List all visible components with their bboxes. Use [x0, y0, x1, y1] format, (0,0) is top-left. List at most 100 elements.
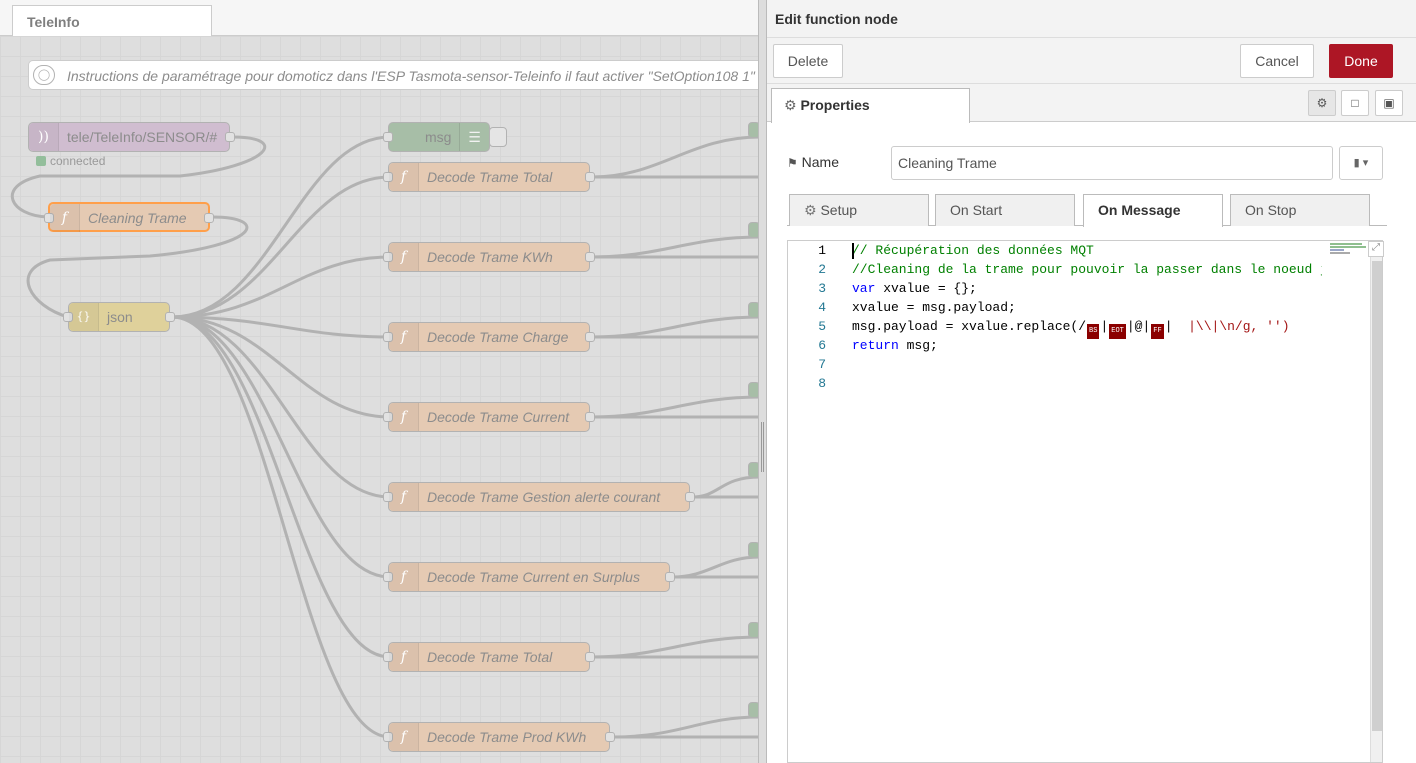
line-number: 4 — [818, 300, 826, 315]
tag-icon: ⚑ — [787, 156, 798, 170]
panel-splitter[interactable] — [758, 0, 766, 763]
function-node-label: Decode Trame Current en Surplus — [427, 569, 640, 585]
scrollbar-thumb[interactable] — [1372, 261, 1382, 731]
code-editor[interactable]: 1 2 3 4 5 6 7 8 // Récupération des donn… — [787, 240, 1384, 763]
code-line: var xvalue = {}; — [852, 281, 977, 296]
json-label: json — [107, 309, 133, 325]
tab-properties[interactable]: ⚙ Properties — [771, 88, 970, 123]
wires — [10, 135, 760, 739]
function-node[interactable]: f Decode Trame Prod KWh — [383, 722, 615, 752]
input-port[interactable] — [44, 213, 54, 223]
input-port[interactable] — [383, 572, 393, 582]
minimap-line — [1330, 246, 1366, 248]
status-text: connected — [50, 154, 106, 168]
function-node[interactable]: f Decode Trame Current en Surplus — [383, 562, 675, 592]
function-icon: f — [389, 323, 419, 351]
output-port[interactable] — [585, 172, 595, 182]
minimap-line — [1330, 249, 1344, 251]
function-node[interactable]: f Decode Trame Current — [383, 402, 595, 432]
debug-node[interactable]: msg ☰ — [383, 122, 507, 152]
output-port[interactable] — [605, 732, 615, 742]
tab-setup[interactable]: ⚙ Setup — [789, 194, 929, 226]
input-port[interactable] — [383, 132, 393, 142]
name-label: ⚑ Name — [787, 154, 839, 170]
modal-dim-overlay — [0, 0, 760, 763]
output-port[interactable] — [585, 332, 595, 342]
gear-icon: ⚙ — [804, 202, 817, 218]
line-number: 8 — [818, 376, 826, 391]
tab-on-start[interactable]: On Start — [935, 194, 1075, 226]
text-caret — [852, 243, 854, 259]
code-text: msg; — [898, 338, 938, 353]
expand-icon[interactable]: ⤢ — [1368, 241, 1384, 257]
editor-minimap[interactable] — [1322, 241, 1370, 762]
tab-on-message[interactable]: On Message — [1083, 194, 1223, 227]
input-port[interactable] — [383, 332, 393, 342]
output-port[interactable] — [665, 572, 675, 582]
document-icon[interactable]: □ — [1341, 90, 1369, 116]
delete-button[interactable]: Delete — [773, 44, 843, 78]
function-icon: f — [389, 723, 419, 751]
input-port[interactable] — [383, 652, 393, 662]
function-node[interactable]: f Decode Trame Gestion alerte courant — [383, 482, 695, 512]
line-number: 2 — [818, 262, 826, 277]
output-port[interactable] — [585, 652, 595, 662]
function-node[interactable]: f Decode Trame Total — [383, 162, 595, 192]
function-icon: f — [389, 643, 419, 671]
splitter-grip[interactable] — [761, 422, 764, 472]
gear-icon: ⚙ — [784, 97, 797, 113]
function-node[interactable]: f Decode Trame KWh — [383, 242, 595, 272]
tab-properties-label: Properties — [800, 97, 870, 113]
flow-workspace[interactable]: TeleInfo — [0, 0, 760, 763]
function-subtabs: ⚙ Setup On Start On Message On Stop — [787, 192, 1387, 227]
cleaning-trame-node[interactable]: f Cleaning Trame — [44, 202, 214, 232]
function-icon: f — [389, 403, 419, 431]
edit-tray: Edit function node Delete Cancel Done ⚙ … — [766, 0, 1416, 763]
code-line: //Cleaning de la trame pour pouvoir la p… — [852, 262, 1322, 277]
done-button[interactable]: Done — [1329, 44, 1393, 78]
input-port[interactable] — [383, 732, 393, 742]
output-port[interactable] — [685, 492, 695, 502]
output-port[interactable] — [204, 213, 214, 223]
json-node[interactable]: {} json — [63, 302, 175, 332]
control-char: FF — [1151, 324, 1164, 339]
editor-scrollbar[interactable] — [1370, 241, 1382, 762]
workspace-tab-bar: TeleInfo — [0, 0, 760, 37]
function-node[interactable]: f Decode Trame Total — [383, 642, 595, 672]
code-text: xvalue = {}; — [875, 281, 977, 296]
gear-icon[interactable]: ⚙ — [1308, 90, 1336, 116]
output-port[interactable] — [165, 312, 175, 322]
keyword: return — [852, 338, 899, 353]
output-port[interactable] — [225, 132, 235, 142]
output-port[interactable] — [585, 412, 595, 422]
wifi-icon: )) — [29, 123, 59, 151]
function-icon: f — [50, 204, 80, 232]
frame-icon[interactable]: ▣ — [1375, 90, 1403, 116]
comment-node[interactable]: ◯ Instructions de paramétrage pour domot… — [28, 60, 760, 90]
tab-teleinfo[interactable]: TeleInfo — [12, 5, 212, 37]
mqtt-in-label: tele/TeleInfo/SENSOR/# — [67, 129, 218, 145]
debug-label: msg — [425, 129, 452, 145]
code-area[interactable]: // Récupération des données MQT //Cleani… — [852, 241, 1322, 762]
tray-toolbar: Delete Cancel Done — [767, 38, 1416, 84]
tray-title: Edit function node — [775, 11, 898, 27]
input-port[interactable] — [63, 312, 73, 322]
function-node-label: Decode Trame Total — [427, 649, 553, 665]
name-input[interactable] — [891, 146, 1333, 180]
line-number: 1 — [818, 243, 826, 258]
code-line: // Récupération des données MQT — [852, 243, 1094, 258]
tray-header: Edit function node — [767, 0, 1416, 38]
output-port[interactable] — [585, 252, 595, 262]
input-port[interactable] — [383, 412, 393, 422]
flow-canvas[interactable]: ◯ Instructions de paramétrage pour domot… — [0, 36, 760, 763]
cancel-button[interactable]: Cancel — [1240, 44, 1314, 78]
debug-toggle[interactable] — [489, 127, 507, 147]
function-node[interactable]: f Decode Trame Charge — [383, 322, 595, 352]
library-button[interactable]: ▮ ▾ — [1339, 146, 1383, 180]
input-port[interactable] — [383, 492, 393, 502]
input-port[interactable] — [383, 172, 393, 182]
status-dot — [36, 156, 46, 166]
mqtt-in-node[interactable]: )) tele/TeleInfo/SENSOR/# — [28, 122, 235, 152]
input-port[interactable] — [383, 252, 393, 262]
tab-on-stop[interactable]: On Stop — [1230, 194, 1370, 226]
